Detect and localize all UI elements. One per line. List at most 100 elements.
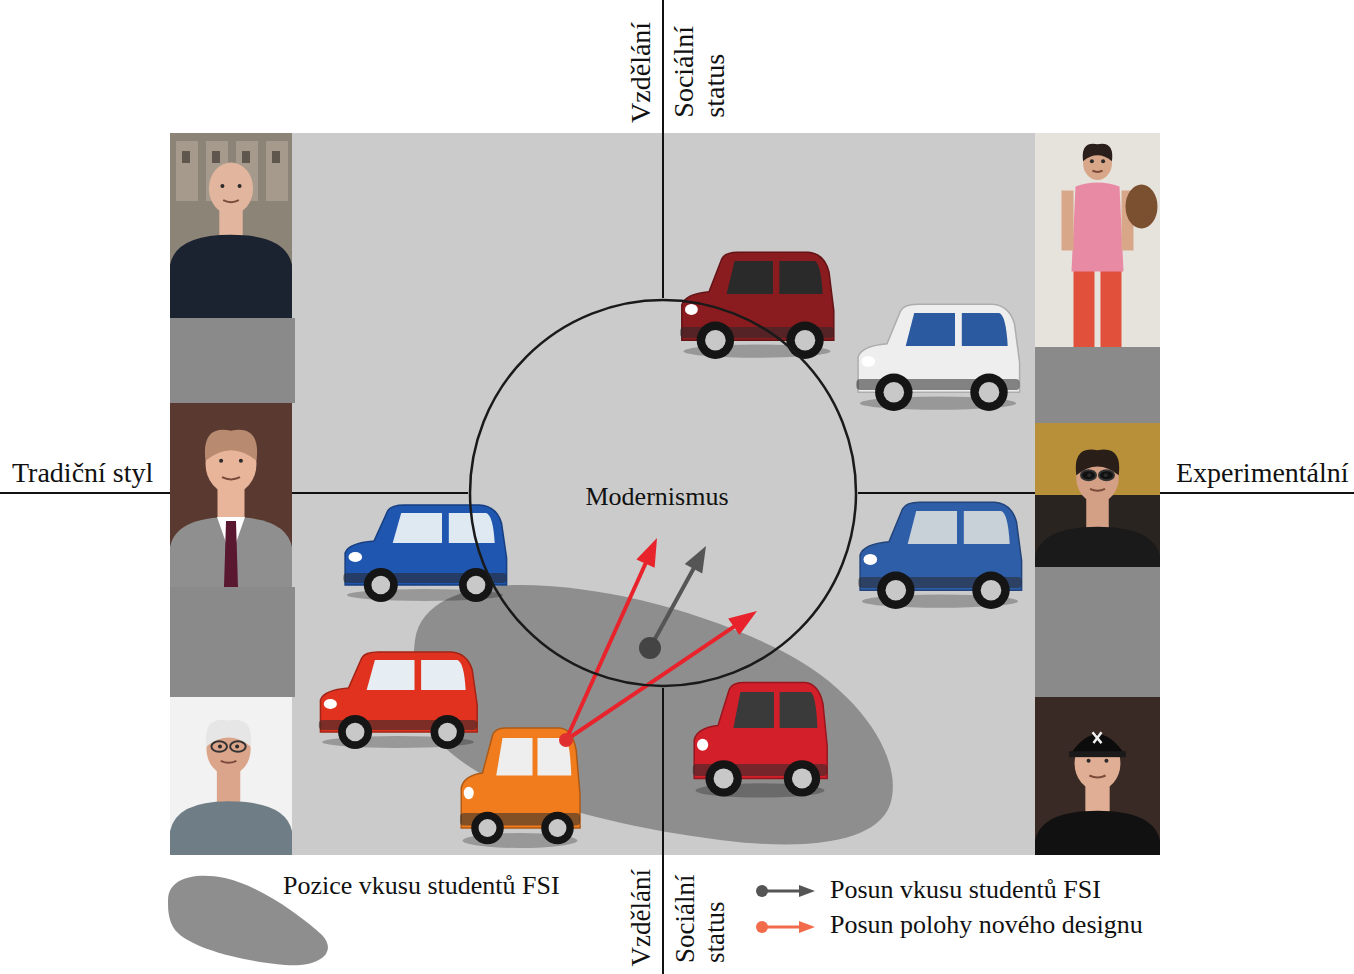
photo-band bbox=[170, 587, 295, 697]
car-picture bbox=[714, 768, 734, 788]
axis-label: Experimentální bbox=[1176, 458, 1349, 489]
portrait-photo bbox=[1035, 423, 1160, 567]
car-picture bbox=[693, 682, 827, 797]
car-picture bbox=[697, 739, 708, 751]
portrait-photo bbox=[224, 521, 238, 587]
portrait-photo bbox=[1087, 473, 1091, 477]
legend-arrow-sample bbox=[799, 921, 815, 933]
portrait-photo bbox=[1035, 423, 1160, 567]
portrait-photo bbox=[170, 403, 292, 587]
portrait-photo bbox=[211, 741, 227, 751]
car-picture bbox=[784, 760, 820, 796]
taste-region bbox=[414, 585, 893, 844]
portrait-photo bbox=[170, 133, 292, 318]
axis-line bbox=[662, 688, 664, 974]
car-picture bbox=[324, 699, 337, 709]
car-picture bbox=[438, 723, 457, 742]
car-picture bbox=[884, 382, 905, 403]
car-picture bbox=[856, 304, 1019, 411]
car-picture bbox=[906, 313, 955, 346]
portrait-photo bbox=[272, 151, 280, 163]
portrait-photo bbox=[170, 133, 292, 318]
car-picture bbox=[467, 576, 486, 595]
car-picture bbox=[496, 738, 532, 776]
car-picture bbox=[705, 760, 741, 796]
portrait-photo bbox=[170, 697, 292, 855]
car-picture bbox=[886, 580, 907, 601]
circle-outline bbox=[470, 300, 856, 686]
legend-arrow-sample bbox=[756, 921, 768, 933]
portrait-photo bbox=[219, 459, 223, 463]
portrait-photo bbox=[242, 151, 250, 163]
portrait-photo bbox=[266, 141, 288, 201]
car-picture bbox=[464, 787, 474, 800]
portrait-photo bbox=[212, 151, 220, 163]
car-picture bbox=[979, 382, 1000, 403]
design-shift-arrow bbox=[636, 538, 657, 568]
portrait-photo bbox=[1035, 697, 1160, 855]
portrait-photo bbox=[220, 184, 224, 188]
legend-text: Posun polohy nového designu bbox=[830, 911, 1143, 940]
portrait-photo bbox=[1072, 183, 1124, 272]
car-picture bbox=[338, 715, 372, 749]
portrait-photo bbox=[182, 151, 190, 163]
car-picture bbox=[460, 728, 580, 848]
portrait-photo bbox=[170, 235, 292, 318]
portrait-photo bbox=[1035, 527, 1160, 567]
car-picture bbox=[393, 513, 442, 543]
design-shift-arrow bbox=[566, 626, 735, 740]
car-picture bbox=[972, 572, 1009, 609]
car-picture bbox=[862, 356, 876, 367]
portrait-photo bbox=[230, 741, 246, 751]
car-picture bbox=[349, 552, 363, 562]
taste-shift-arrow bbox=[650, 567, 694, 648]
car-picture bbox=[779, 261, 822, 294]
portrait-photo bbox=[223, 200, 239, 202]
portrait-photo bbox=[222, 477, 240, 479]
portrait-photo bbox=[1104, 473, 1108, 477]
design-shift-arrow bbox=[559, 733, 573, 747]
car-picture bbox=[319, 652, 477, 749]
portrait-photo bbox=[1093, 732, 1102, 743]
car-picture bbox=[371, 576, 390, 595]
legend-text: Posun vkusu studentů FSI bbox=[830, 876, 1101, 905]
car-picture bbox=[780, 692, 818, 728]
portrait-photo bbox=[1074, 267, 1095, 348]
car-picture bbox=[541, 812, 574, 845]
portrait-photo bbox=[1035, 811, 1160, 855]
car-picture bbox=[364, 568, 398, 602]
car-picture bbox=[727, 261, 773, 294]
portrait-photo bbox=[235, 745, 239, 749]
car-picture bbox=[786, 322, 823, 359]
portrait-photo bbox=[1035, 133, 1160, 347]
design-shift-arrow bbox=[728, 611, 757, 635]
photo-band bbox=[170, 318, 295, 403]
portrait-photo bbox=[1099, 470, 1114, 480]
node-label: Modernismus bbox=[586, 475, 741, 512]
portrait-photo bbox=[170, 697, 292, 855]
car-picture bbox=[705, 330, 726, 351]
car-picture bbox=[549, 819, 567, 837]
portrait-photo bbox=[1101, 267, 1122, 348]
portrait-photo bbox=[205, 430, 257, 461]
axis-line bbox=[662, 0, 664, 298]
car-picture bbox=[964, 511, 1010, 544]
taste-shift-arrow bbox=[685, 546, 706, 574]
axis-label: Sociální status bbox=[669, 26, 731, 118]
car-picture bbox=[908, 511, 957, 544]
portrait-photo bbox=[1090, 489, 1105, 491]
car-picture bbox=[421, 660, 466, 690]
car-picture bbox=[343, 505, 506, 602]
portrait-photo bbox=[221, 761, 237, 763]
portrait-photo bbox=[1035, 697, 1160, 855]
portrait-photo bbox=[1126, 185, 1158, 229]
taste-shift-arrow bbox=[639, 637, 661, 659]
portrait-photo bbox=[218, 745, 222, 749]
car-picture bbox=[962, 313, 1008, 346]
car-picture bbox=[697, 322, 734, 359]
car-picture bbox=[970, 374, 1007, 411]
portrait-photo bbox=[1069, 751, 1126, 757]
design-shift-arrow bbox=[559, 538, 757, 747]
